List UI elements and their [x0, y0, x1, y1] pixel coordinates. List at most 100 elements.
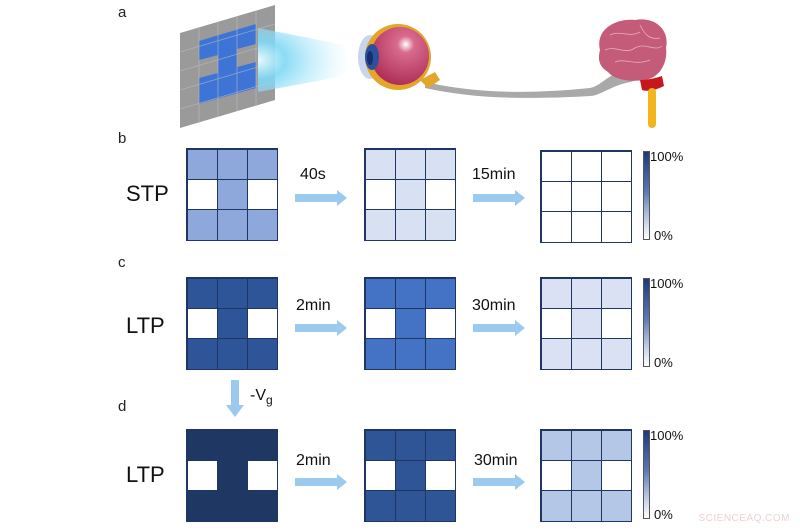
grid-cell [216, 178, 248, 211]
grid-cell [364, 490, 396, 522]
grid-cell [246, 490, 278, 522]
grid-cell [600, 150, 632, 182]
grid-cell [364, 429, 396, 461]
colorbar [643, 278, 650, 367]
grid-cell [216, 429, 248, 461]
grid-cell [540, 459, 572, 492]
grid-cell [600, 490, 632, 522]
grid-cell [540, 150, 572, 182]
grid-cell [364, 148, 396, 180]
grid-cell [364, 307, 396, 340]
grid-cell [246, 459, 278, 492]
panel-letter-b: b [118, 130, 127, 147]
grid-cell [570, 277, 602, 309]
grid-cell [246, 277, 278, 309]
grid-cell [216, 148, 248, 180]
ltp-step-2-label: 30min [472, 297, 516, 314]
grid-cell [216, 338, 248, 370]
grid-cell [424, 178, 456, 211]
grid-cell [394, 277, 426, 309]
panel-letter-d: d [118, 398, 127, 415]
grid-cell [364, 277, 396, 309]
light-beam-icon [258, 28, 350, 92]
grid-cell [570, 211, 602, 243]
ltp-vg-grid-initial [186, 429, 278, 522]
grid-cell [394, 338, 426, 370]
ltp-row-label-c: LTP [126, 313, 165, 338]
ltp-row-label-d: LTP [126, 462, 165, 487]
grid-cell [600, 307, 632, 340]
grid-cell [600, 338, 632, 370]
panel-letter-a: a [118, 4, 127, 21]
grid-cell [570, 490, 602, 522]
grid-cell [364, 338, 396, 370]
grid-cell [600, 277, 632, 309]
grid-cell [186, 490, 218, 522]
stp-step-2-label: 15min [472, 166, 516, 183]
watermark: SCIENCEAQ.COM [698, 513, 790, 524]
grid-cell [540, 429, 572, 461]
colorbar [643, 151, 650, 240]
grid-cell [600, 429, 632, 461]
grid-cell [540, 180, 572, 213]
ltp-vg-grid-after-30min [540, 429, 632, 522]
pixel-display-icon [179, 5, 276, 128]
brain-icon [598, 19, 667, 128]
grid-cell [216, 209, 248, 241]
grid-cell [186, 178, 218, 211]
stp-grid-after-40s [364, 148, 456, 241]
grid-cell [364, 178, 396, 211]
grid-cell [540, 307, 572, 340]
grid-cell [246, 178, 278, 211]
grid-cell [394, 209, 426, 241]
grid-cell [246, 429, 278, 461]
grid-cell [186, 148, 218, 180]
eye-icon [358, 24, 440, 90]
stp-step-1-label: 40s [300, 166, 326, 183]
ltp-grid-after-30min [540, 277, 632, 370]
grid-cell [424, 148, 456, 180]
grid-cell [600, 180, 632, 213]
colorbar-max-label: 100% [650, 149, 684, 164]
stp-row-label: STP [126, 181, 169, 206]
grid-cell [570, 459, 602, 492]
ltp-vg-step-2-label: 30min [474, 452, 518, 469]
grid-cell [424, 209, 456, 241]
grid-cell [186, 459, 218, 492]
colorbar-min-label: 0% [654, 507, 673, 522]
colorbar-min-label: 0% [654, 228, 673, 243]
grid-cell [186, 277, 218, 309]
grid-cell [600, 459, 632, 492]
optic-nerve-icon [425, 70, 642, 98]
grid-cell [570, 338, 602, 370]
grid-cell [216, 459, 248, 492]
grid-cell [394, 429, 426, 461]
ltp-vg-step-1-label: 2min [296, 452, 331, 469]
grid-cell [394, 307, 426, 340]
grid-cell [246, 148, 278, 180]
grid-cell [540, 277, 572, 309]
stp-grid-initial [186, 148, 278, 241]
grid-cell [424, 338, 456, 370]
grid-cell [246, 307, 278, 340]
grid-cell [424, 429, 456, 461]
grid-cell [216, 277, 248, 309]
grid-cell [540, 211, 572, 243]
grid-cell [186, 307, 218, 340]
gate-voltage-main: -V [250, 387, 266, 404]
grid-cell [570, 429, 602, 461]
grid-cell [186, 429, 218, 461]
ltp-grid-after-2min [364, 277, 456, 370]
gate-voltage-subscript: g [266, 393, 273, 408]
grid-cell [540, 490, 572, 522]
colorbar-max-label: 100% [650, 276, 684, 291]
down-arrow-icon [226, 380, 244, 417]
grid-cell [394, 148, 426, 180]
grid-cell [424, 307, 456, 340]
colorbar-max-label: 100% [650, 428, 684, 443]
grid-cell [424, 459, 456, 492]
panel-letter-c: c [118, 254, 126, 271]
visual-pathway-illustration [179, 5, 667, 128]
grid-cell [394, 490, 426, 522]
grid-cell [364, 209, 396, 241]
